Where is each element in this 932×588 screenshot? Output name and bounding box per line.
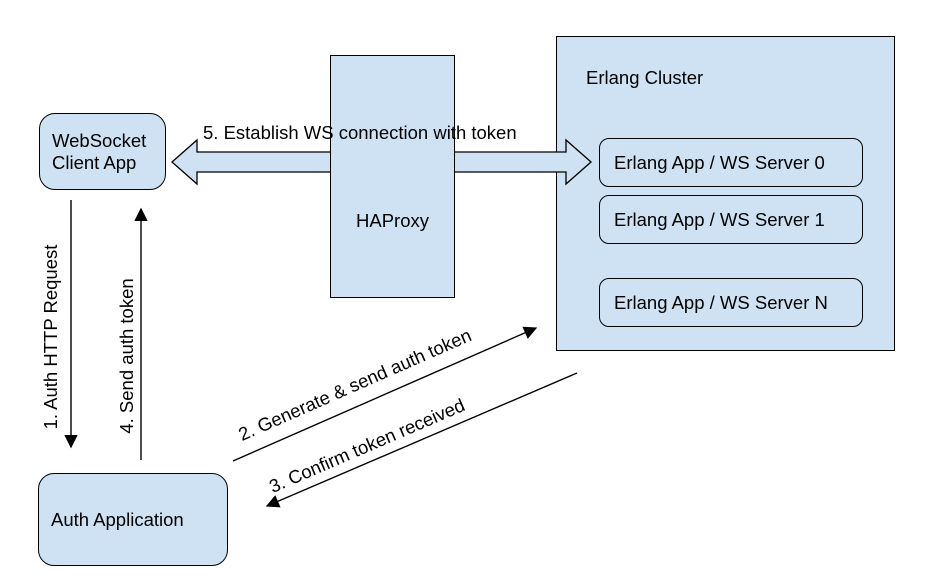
node-haproxy: HAProxy [330, 55, 455, 298]
haproxy-label: HAProxy [356, 210, 429, 231]
node-auth-application: Auth Application [38, 473, 228, 566]
node-websocket-client-app: WebSocket Client App [39, 113, 166, 190]
label-step1-auth-http-request: 1. Auth HTTP Request [40, 244, 61, 430]
node-ws-server-0: Erlang App / WS Server 0 [599, 138, 863, 187]
cluster-title: Erlang Cluster [586, 67, 704, 88]
node-ws-server-n: Erlang App / WS Server N [599, 278, 863, 327]
node-ws-server-1: Erlang App / WS Server 1 [599, 195, 863, 244]
label-step2-generate-send-auth-token: 2. Generate & send auth token [235, 324, 475, 445]
label-step5-establish-ws-connection: 5. Establish WS connection with token [203, 122, 517, 143]
label-step4-send-auth-token: 4. Send auth token [116, 278, 137, 434]
node-erlang-cluster: Erlang Cluster Erlang App / WS Server 0 … [556, 36, 895, 351]
